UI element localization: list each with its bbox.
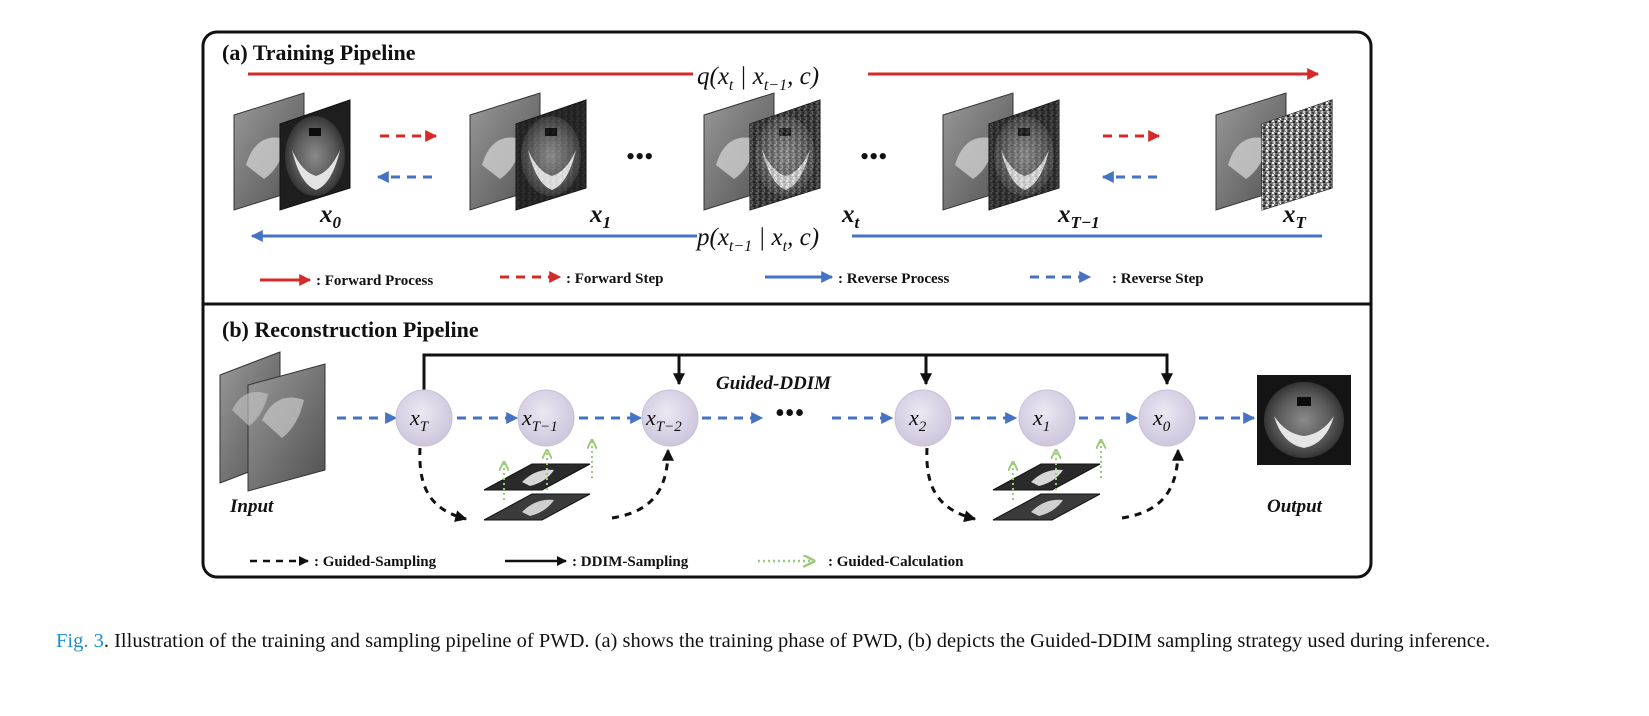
legend-reverse-process: : Reverse Process [838,271,949,287]
frame-label-0: x0 [319,201,342,232]
guided-sampling-arrow [611,448,674,520]
training-frame-0: x0 [233,92,351,232]
output-image [1257,375,1351,465]
frame-label-T−1: xT−1 [1057,201,1100,232]
node-x-2: x2 [894,389,952,447]
legend-guided-calculation: : Guided-Calculation [828,554,964,570]
ellipsis: ••• [860,142,887,171]
output-label: Output [1267,496,1323,517]
guided-sampling-arrow [925,447,977,523]
node-x-T−2: xT−2 [641,389,699,447]
figure-caption: Fig. 3. Illustration of the training and… [56,628,1616,654]
frame-label-t: xt [841,201,861,232]
guided-sampling-arrow [418,447,468,523]
forward-equation: q(xt | xt−1, c) [697,63,819,94]
reconstruction-title: (b) Reconstruction Pipeline [222,317,479,342]
slice-stack [992,440,1101,521]
guided-ddim-label: Guided-DDIM [716,373,832,394]
node-x-0: x0 [1138,389,1196,447]
training-frame-1: x1 [469,92,611,232]
guided-sampling-arrow [1121,448,1184,520]
caption-text: . Illustration of the training and sampl… [103,630,1491,652]
legend-ddim-sampling: : DDIM-Sampling [572,554,689,570]
training-frame-t: xt [703,92,861,232]
node-x-T−1: xT−1 [517,389,575,447]
ellipsis: ••• [626,142,653,171]
node-x-T: xT [395,389,453,447]
ddim-sampling-path [422,353,1173,392]
training-title: (a) Training Pipeline [222,40,416,65]
node-x-1: x1 [1018,389,1076,447]
figure-label[interactable]: Fig. 3 [56,630,104,652]
frame-label-1: x1 [589,201,611,232]
input-image-stack [219,351,326,492]
input-label: Input [229,496,274,517]
legend-reverse-step: : Reverse Step [1112,271,1204,287]
slice-stack [483,440,592,521]
ellipsis: ••• [775,398,804,429]
training-frame-T−1: xT−1 [942,92,1100,232]
frame-label-T: xT [1282,201,1307,232]
legend-forward-process: : Forward Process [316,273,433,289]
legend-guided-sampling: : Guided-Sampling [314,554,437,570]
legend-forward-step: : Forward Step [566,271,664,287]
training-frame-T: xT [1215,92,1333,232]
reverse-equation: p(xt−1 | xt, c) [695,224,819,255]
